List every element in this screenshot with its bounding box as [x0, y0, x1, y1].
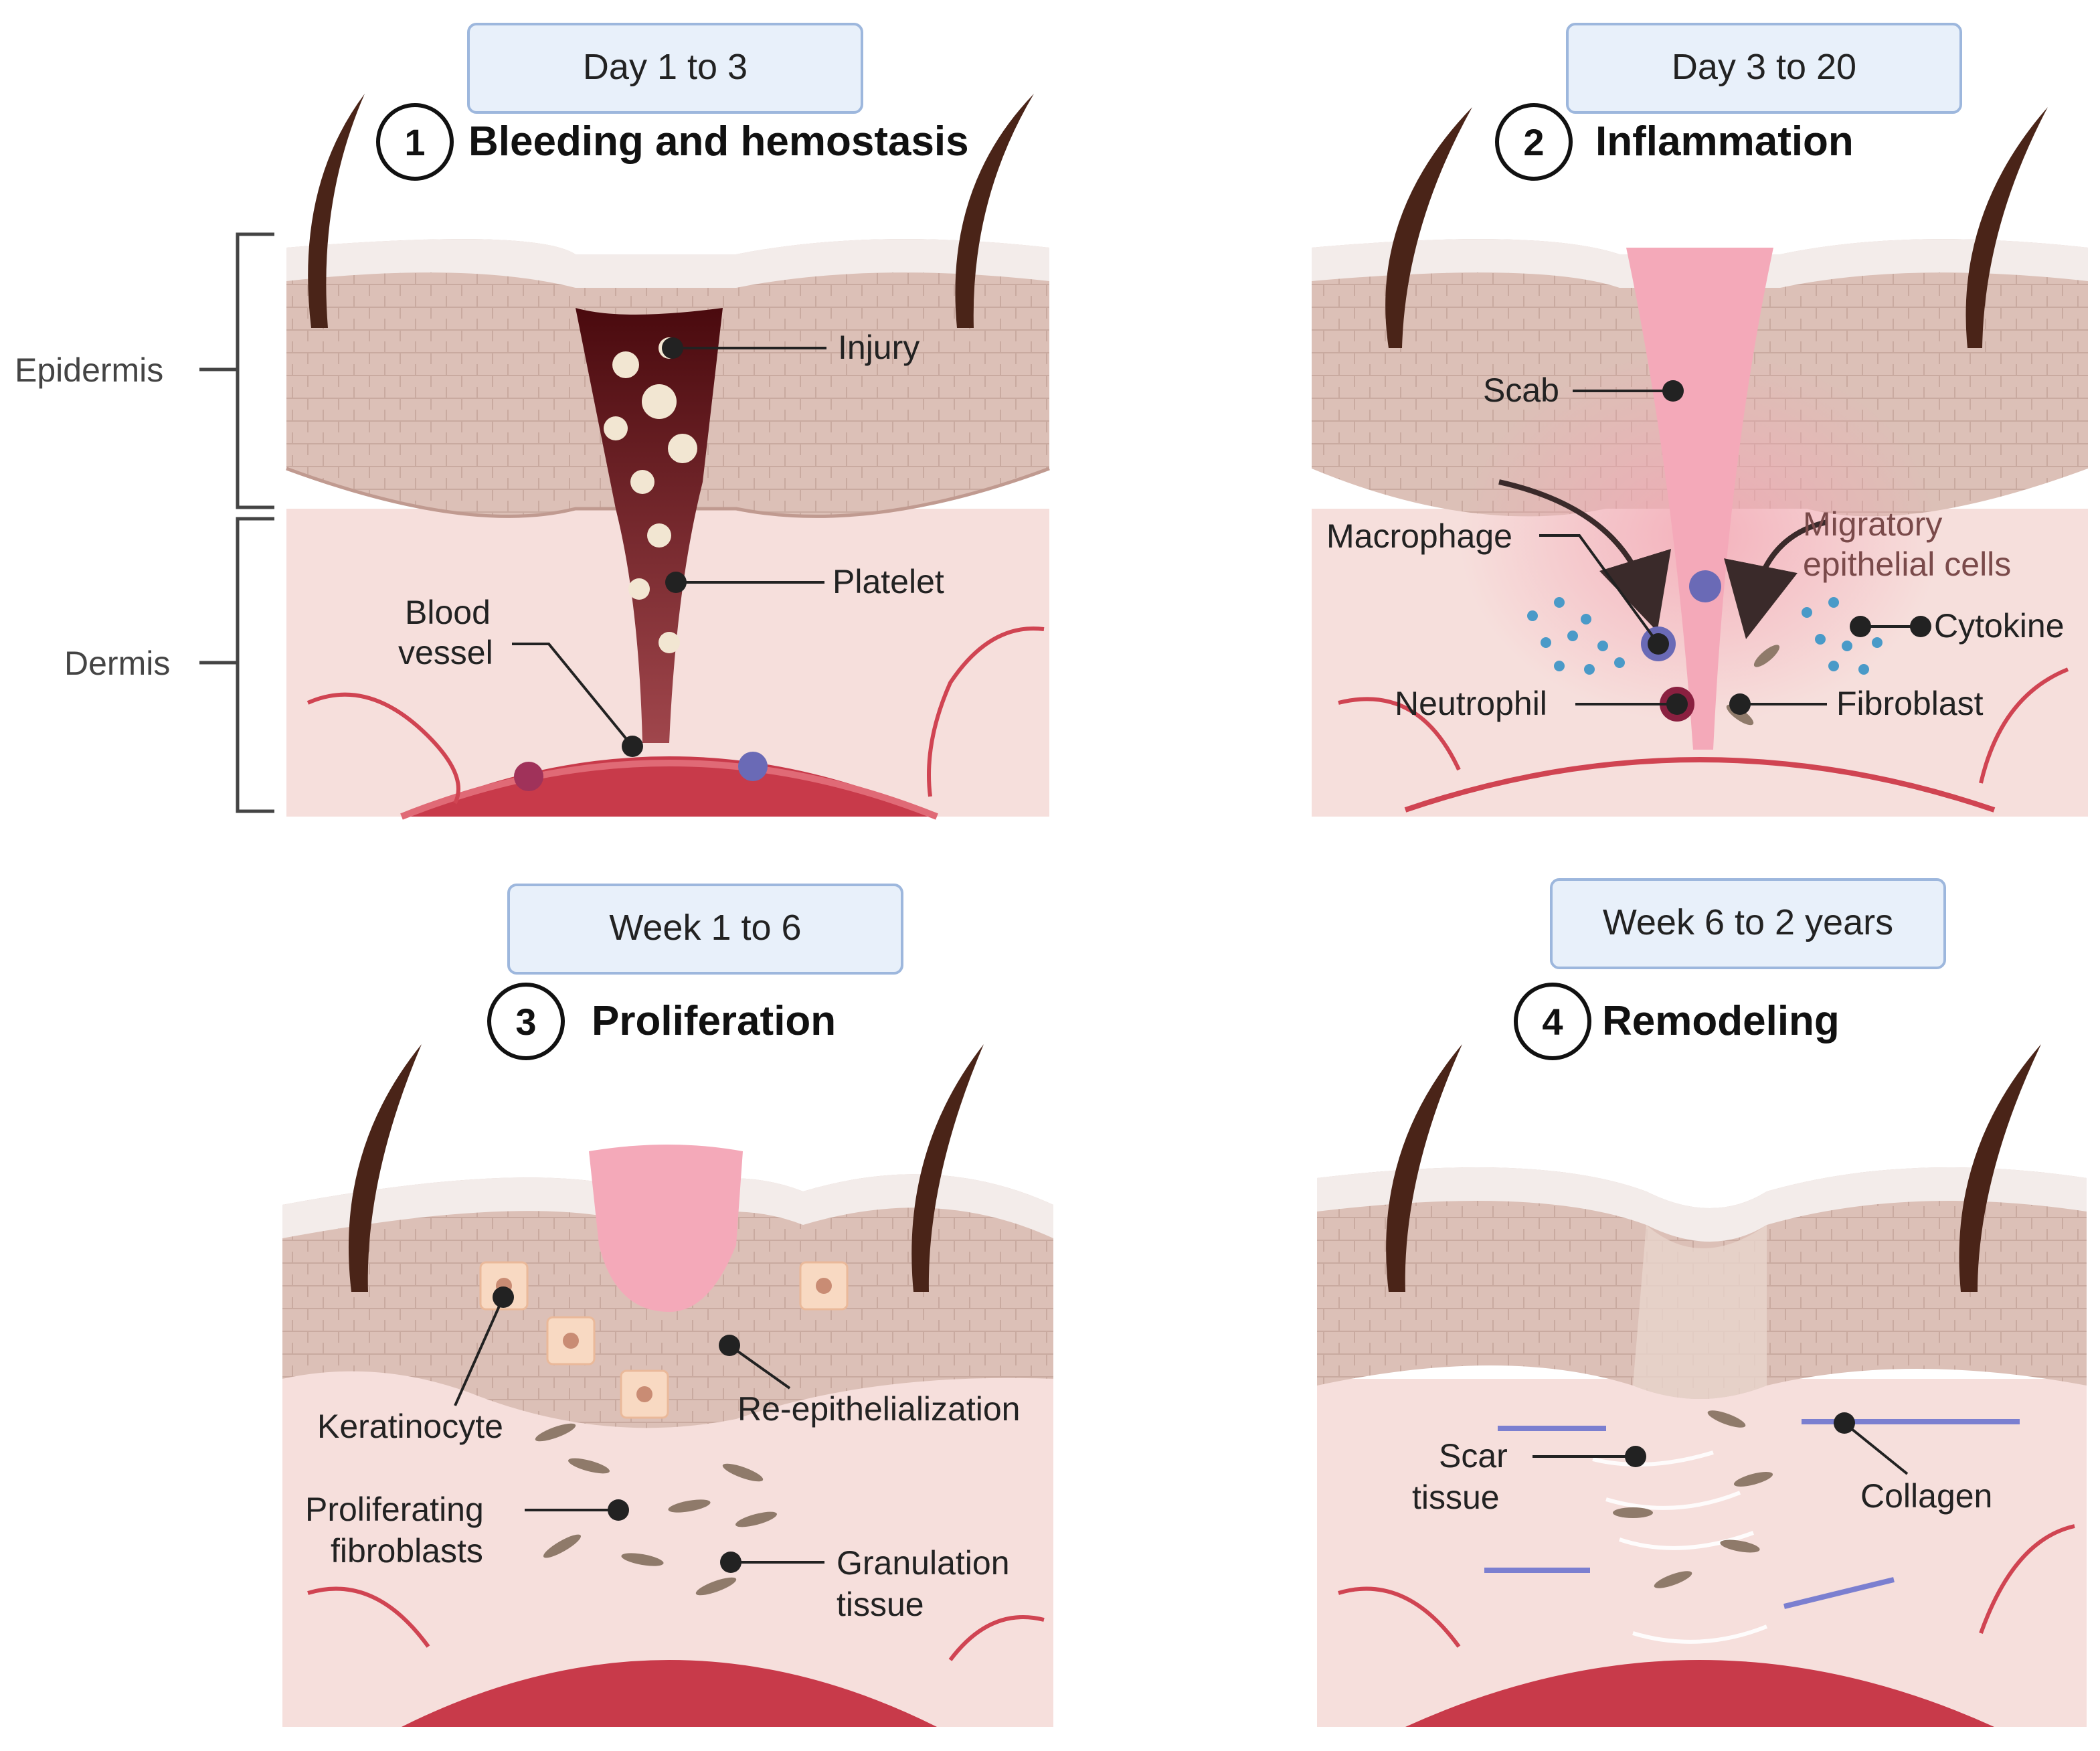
blood-vessel-label-line1: Blood — [405, 594, 491, 631]
migratory-label-line2: epithelial cells — [1803, 546, 2011, 583]
macrophage-label: Macrophage — [1326, 517, 1512, 555]
proliferating-label-line2: fibroblasts — [331, 1532, 483, 1570]
scar-label-line2: tissue — [1412, 1479, 1500, 1516]
skin-tissue-2 — [1312, 107, 2088, 817]
fibroblast-label: Fibroblast — [1836, 685, 1984, 722]
fibroblast-icon — [535, 1423, 777, 1596]
hair-follicle-icon — [1959, 1044, 2041, 1292]
cytokine-icon — [1527, 597, 1883, 675]
epidermis-label: Epidermis — [15, 351, 163, 389]
step-number-circle-2 — [1495, 103, 1573, 181]
epidermis-bracket — [236, 232, 274, 509]
time-box-2 — [1566, 23, 1962, 114]
hair-follicle-icon — [1386, 1044, 1462, 1292]
skin-tissue-4 — [1317, 1044, 2087, 1727]
granulation-label-line1: Granulation — [837, 1544, 1010, 1582]
granulation-label-line2: tissue — [837, 1586, 924, 1623]
hair-follicle-icon — [1385, 107, 1472, 348]
keratinocyte-icon — [479, 1261, 849, 1419]
step-number-2: 2 — [1523, 121, 1544, 163]
time-box-1 — [467, 23, 863, 114]
skin-tissue-3 — [282, 1044, 1053, 1727]
macrophage-icon — [1689, 570, 1721, 602]
time-label-1: Day 1 to 3 — [583, 47, 748, 87]
dermis-bracket — [236, 517, 274, 813]
panel-title-4: Remodeling — [1602, 998, 1840, 1044]
fibroblast-icon — [1753, 645, 1780, 667]
time-label-4: Week 6 to 2 years — [1603, 902, 1893, 942]
step-number-circle-4 — [1514, 983, 1591, 1060]
neutrophil-label: Neutrophil — [1395, 685, 1547, 722]
hair-follicle-icon — [1965, 107, 2048, 348]
hair-follicle-icon — [348, 1044, 422, 1292]
time-label-3: Week 1 to 6 — [609, 908, 801, 948]
step-number-3: 3 — [515, 1001, 536, 1043]
proliferating-label-line1: Proliferating — [305, 1491, 484, 1528]
platelet-label: Platelet — [833, 563, 944, 600]
migratory-label-line1: Migratory — [1803, 505, 1942, 543]
scab-icon — [1626, 248, 1773, 750]
step-number-4: 4 — [1542, 1001, 1563, 1043]
hair-follicle-icon — [955, 94, 1034, 328]
hair-follicle-icon — [308, 94, 365, 328]
panel-2: Day 3 to 20 2 Inflammation — [1312, 23, 2088, 817]
hair-follicle-icon — [911, 1044, 984, 1292]
time-label-2: Day 3 to 20 — [1672, 47, 1856, 87]
time-box-4 — [1550, 878, 1946, 969]
neutrophil-icon — [514, 762, 543, 791]
injury-label: Injury — [838, 329, 920, 366]
panel-title-1: Bleeding and hemostasis — [468, 118, 969, 165]
step-number-circle-3 — [487, 983, 565, 1060]
collagen-label: Collagen — [1860, 1477, 1992, 1515]
panel-1: Day 1 to 3 1 Bleeding and hemostasis — [15, 23, 1050, 820]
time-box-3 — [507, 884, 903, 975]
skin-tissue-1 — [286, 94, 1050, 820]
scar-label-line1: Scar — [1439, 1437, 1508, 1475]
scab-label: Scab — [1483, 371, 1559, 409]
keratinocyte-label: Keratinocyte — [317, 1408, 503, 1445]
panel-3: Week 1 to 6 3 Proliferation — [282, 884, 1053, 1727]
step-number-1: 1 — [404, 121, 425, 163]
macrophage-icon — [738, 752, 768, 781]
cytokine-label: Cytokine — [1934, 607, 2065, 645]
scab-icon — [589, 1145, 743, 1312]
panel-title-2: Inflammation — [1595, 118, 1854, 165]
reepithelialization-label: Re-epithelialization — [737, 1390, 1020, 1428]
panel-4: Week 6 to 2 years 4 Remodeling — [1317, 878, 2087, 1727]
fibroblast-icon — [1613, 1410, 1773, 1588]
panel-title-3: Proliferation — [592, 998, 836, 1044]
step-number-circle-1 — [376, 103, 454, 181]
dermis-label: Dermis — [64, 645, 170, 682]
blood-vessel-label-line2: vessel — [398, 634, 493, 671]
